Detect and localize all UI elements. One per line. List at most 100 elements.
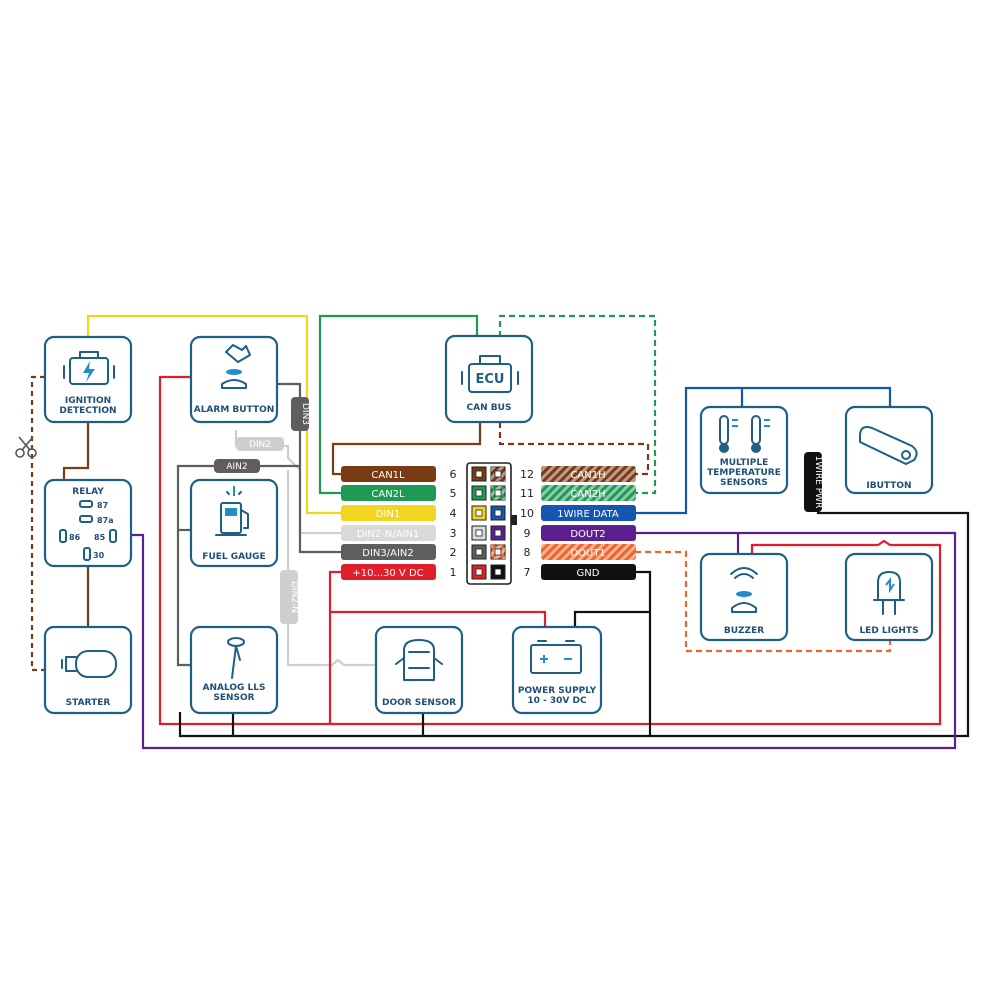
door-label: DOOR SENSOR [382, 698, 456, 708]
relay-label: RELAY [72, 487, 104, 497]
tag-din3: DIN3 [300, 403, 310, 425]
pin-label: CAN1H [570, 470, 605, 481]
wire-power-pos-led [330, 539, 942, 726]
pin-number: 3 [450, 527, 457, 540]
pin-right-10: 1WIRE DATA 10 [520, 505, 636, 521]
pin-label: CAN1L [371, 470, 405, 481]
pin-label: CAN2L [371, 489, 405, 500]
press-button-icon [221, 344, 251, 389]
buzzer-label: BUZZER [724, 626, 764, 636]
tag-1wire-pwr: 1WIRE PWR [813, 456, 823, 509]
tag-din2n: DIN2-N [289, 581, 299, 613]
pin-label: GND [577, 568, 600, 579]
pin-number: 5 [450, 487, 457, 500]
wire-can1l [331, 422, 482, 476]
pin-right-9: DOUT2 9 [524, 525, 636, 541]
ecu-engine-icon: ECU [461, 355, 519, 393]
pin-right-11: CAN2H 11 [520, 485, 636, 501]
pin-label: 1WIRE DATA [557, 509, 619, 520]
wire-can1h [498, 422, 650, 476]
pin-left-4: DIN1 4 [341, 505, 457, 521]
led-icon [873, 571, 905, 615]
pin-number: 10 [520, 507, 534, 520]
fuel-gauge-card: FUEL GAUGE [189, 478, 279, 568]
relay-pin-86: 86 [69, 533, 81, 542]
connector-cell [490, 485, 506, 501]
pin-number: 7 [524, 566, 531, 579]
pin-label: DIN3/AIN2 [362, 548, 414, 559]
pin-number: 12 [520, 468, 534, 481]
relay-pin-87a: 87a [97, 516, 114, 525]
starter-label: STARTER [66, 698, 111, 708]
relay-card: RELAY 87 87a 86 85 30 [43, 478, 133, 568]
led-label: LED LIGHTS [859, 626, 918, 636]
scissors-icon [15, 436, 37, 458]
thermometer-icon [719, 415, 770, 453]
pin-number: 4 [450, 507, 457, 520]
connector-cell [490, 466, 506, 482]
engine-bolt-icon [63, 351, 115, 385]
door-sensor-card: DOOR SENSOR [374, 625, 464, 715]
pin-number: 11 [520, 487, 534, 500]
pin-left-2: DIN3/AIN2 2 [341, 544, 457, 560]
wire-dout2 [120, 531, 957, 750]
connector-cell [471, 544, 487, 560]
pin-right-12: CAN1H 12 [520, 466, 636, 482]
pin-label: CAN2H [570, 489, 605, 500]
wire-din2n-door [286, 470, 376, 667]
wire-can2l [318, 314, 479, 495]
wire-din1 [86, 314, 345, 515]
tag-din2: DIN2 [249, 440, 271, 450]
pin-label: DIN2-N/AIN1 [357, 529, 420, 540]
tag-ain2: AIN2 [226, 462, 247, 472]
connector-cell [471, 564, 487, 580]
car-top-view-icon [395, 639, 443, 681]
fuel-pump-icon [215, 486, 249, 536]
relay-pin-85: 85 [94, 533, 106, 542]
pin-number: 9 [524, 527, 531, 540]
can-bus-card: ECU CAN BUS [444, 334, 534, 424]
wire-gnd-supply [573, 610, 650, 627]
connector-cell [490, 505, 506, 521]
starter-motor-icon [61, 650, 117, 678]
pin-label: DOUT1 [570, 548, 605, 559]
pin-label: DOUT2 [570, 529, 605, 540]
buzzer-card: BUZZER [699, 552, 789, 642]
pin-number: 1 [450, 566, 457, 579]
battery-icon [530, 640, 582, 674]
connector-cell [471, 466, 487, 482]
starter-card: STARTER [43, 625, 133, 715]
pin-number: 6 [450, 468, 457, 481]
pin-left-5: CAN2L 5 [341, 485, 457, 501]
pin-left-6: CAN1L 6 [341, 466, 457, 482]
pin-number: 2 [450, 546, 457, 559]
wire-din3 [278, 382, 345, 554]
ibutton-card: IBUTTON [844, 405, 934, 495]
wires [30, 314, 970, 750]
wire-dout1 [635, 550, 892, 653]
fuel-gauge-label: FUEL GAUGE [202, 552, 265, 562]
connector-cell [471, 505, 487, 521]
pin-right-7: GND 7 [524, 564, 636, 580]
alarm-button-card: ALARM BUTTON [189, 335, 279, 424]
ecu-text: ECU [476, 372, 505, 387]
connector-cell [490, 564, 506, 580]
pin-label: DIN1 [376, 509, 401, 520]
led-lights-card: LED LIGHTS [844, 552, 934, 642]
buzzer-icon [730, 567, 758, 613]
alarm-label: ALARM BUTTON [194, 405, 275, 415]
relay-pin-87: 87 [97, 501, 108, 510]
can-bus-label: CAN BUS [467, 403, 512, 413]
